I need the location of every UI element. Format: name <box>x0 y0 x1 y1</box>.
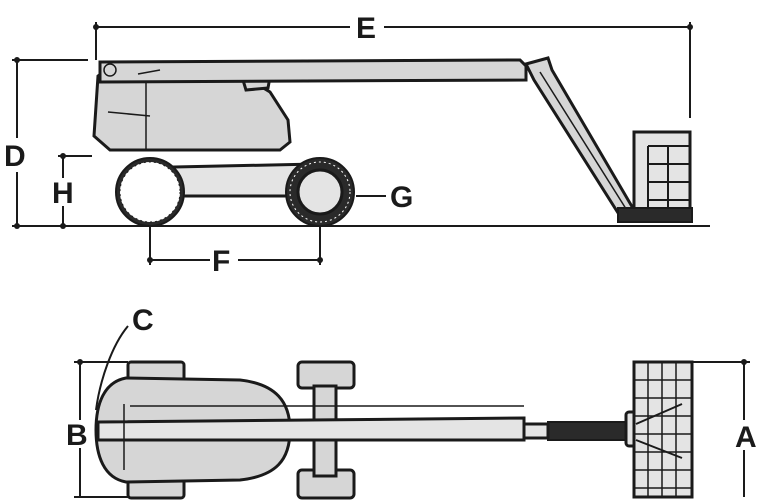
front-left-tire <box>296 360 356 390</box>
dimension-b: B <box>66 359 128 498</box>
dimension-a: A <box>692 359 757 497</box>
label-h: H <box>52 177 74 210</box>
label-b: B <box>66 419 88 452</box>
dimension-c: C <box>95 304 154 411</box>
top-view: C B A <box>66 304 757 500</box>
dimension-g: G <box>356 181 413 214</box>
label-c: C <box>132 304 154 337</box>
label-a: A <box>735 421 757 454</box>
label-d: D <box>4 140 26 173</box>
rear-wheel <box>115 157 185 227</box>
side-view: E D H F <box>4 12 710 278</box>
dimension-f: F <box>147 205 323 278</box>
label-f: F <box>212 245 230 278</box>
dimension-e: E <box>93 12 693 118</box>
jib-top <box>547 421 627 441</box>
dimension-h: H <box>52 153 92 229</box>
platform <box>617 130 693 223</box>
label-g: G <box>390 181 413 214</box>
dimension-d: D <box>4 57 88 229</box>
boom-top <box>96 416 526 442</box>
platform-top <box>632 360 694 499</box>
label-e: E <box>356 12 376 45</box>
front-wheel <box>285 157 355 227</box>
main-boom <box>98 58 528 84</box>
